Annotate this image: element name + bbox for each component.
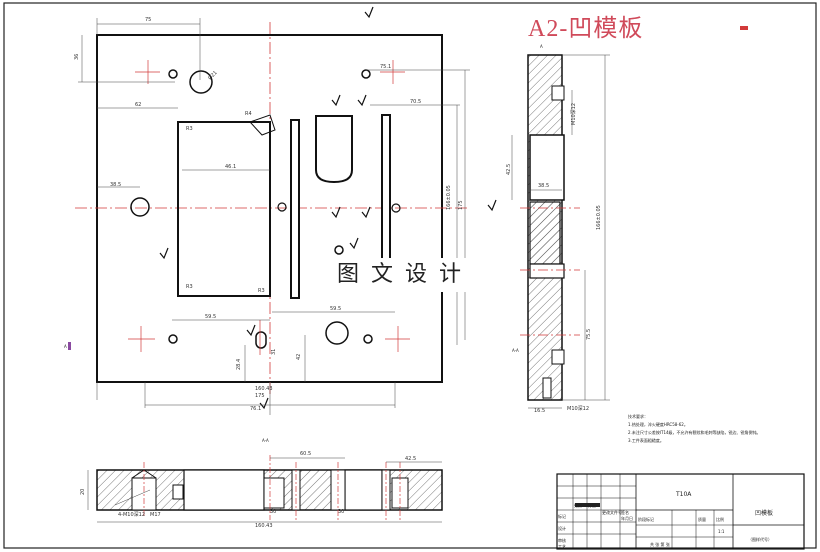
svg-text:75: 75 <box>145 17 151 23</box>
svg-text:42: 42 <box>296 354 302 360</box>
watermark-text: 图文设计 <box>330 258 480 292</box>
svg-text:175: 175 <box>255 393 265 399</box>
svg-text:凹模板: 凹模板 <box>755 509 773 517</box>
svg-text:Ø21: Ø21 <box>206 69 218 81</box>
svg-text:60.5: 60.5 <box>300 451 311 457</box>
svg-text:A-A: A-A <box>512 348 519 353</box>
svg-text:42.5: 42.5 <box>506 164 512 175</box>
svg-text:160.43: 160.43 <box>255 523 273 529</box>
svg-text:技术要求：: 技术要求： <box>628 413 648 419</box>
sheet-border <box>3 2 817 549</box>
svg-text:M10深12: M10深12 <box>570 103 577 125</box>
svg-text:R3: R3 <box>186 284 193 290</box>
svg-text:R3: R3 <box>258 288 265 294</box>
hole-top-right <box>361 69 371 79</box>
svg-text:质量: 质量 <box>698 516 706 522</box>
svg-text:30: 30 <box>338 509 344 515</box>
svg-text:75.5: 75.5 <box>586 329 592 340</box>
svg-text:30: 30 <box>270 509 276 515</box>
svg-text:共 张 第 张: 共 张 第 张 <box>650 541 670 547</box>
hole-pin-2 <box>391 203 401 213</box>
svg-text:A: A <box>64 344 67 349</box>
svg-text:R4: R4 <box>245 111 252 117</box>
section-markers: A A A-A A-A <box>64 26 748 443</box>
svg-text:审核: 审核 <box>558 537 566 543</box>
drawing-title: A2-凹模板 <box>528 16 644 42</box>
svg-text:42.5: 42.5 <box>405 456 416 462</box>
plan-view: 75 36 62 Ø21 46.1 38.5 70.5 75.1 166±0.0… <box>74 6 497 415</box>
svg-text:166±0.05: 166±0.05 <box>596 205 602 230</box>
svg-text:36: 36 <box>74 54 80 60</box>
bottom-section-view: 20 60.5 42.5 160.43 4-M10深12 M17 30 30 <box>80 451 443 529</box>
svg-text:M17: M17 <box>150 512 161 518</box>
svg-text:更改文件号: 更改文件号 <box>602 509 622 515</box>
hole-large-top <box>189 70 213 94</box>
plate-outline <box>96 34 443 383</box>
technical-notes: 技术要求： 1.热处理，淬火硬度HRC58-62。 2.未注尺寸公差按IT14级… <box>628 413 761 443</box>
svg-text:166±0.05: 166±0.05 <box>446 185 452 210</box>
svg-text:2.未注尺寸公差按IT14级，不允许有裂纹和毛刺等缺陷，锐边: 2.未注尺寸公差按IT14级，不允许有裂纹和毛刺等缺陷，锐边、锐角倒钝。 <box>628 429 761 435</box>
svg-text:签名: 签名 <box>621 509 629 515</box>
svg-text:年月日: 年月日 <box>621 515 633 521</box>
svg-text:75.1: 75.1 <box>380 64 391 70</box>
svg-text:20: 20 <box>80 489 86 495</box>
title-block: 标记 设计 审核 工艺 处数 分区 更改文件号 签名 年月日 阶段标记 质量 比… <box>556 473 805 550</box>
svg-text:38.5: 38.5 <box>110 182 121 188</box>
svg-text:31: 31 <box>271 349 277 355</box>
svg-text:3.工件表面粗糙度。: 3.工件表面粗糙度。 <box>628 437 664 443</box>
svg-text:1.热处理，淬火硬度HRC58-62。: 1.热处理，淬火硬度HRC58-62。 <box>628 421 688 427</box>
svg-text:70.5: 70.5 <box>410 99 421 105</box>
svg-text:分区: 分区 <box>588 502 596 508</box>
svg-text:28.4: 28.4 <box>236 359 242 370</box>
svg-text:62: 62 <box>135 102 141 108</box>
svg-text:1:1: 1:1 <box>718 529 725 534</box>
hole-mid-right <box>334 245 344 255</box>
svg-text:A: A <box>540 44 543 49</box>
svg-text:A-A: A-A <box>262 438 269 443</box>
svg-text:阶段标记: 阶段标记 <box>638 516 654 522</box>
svg-text:46.1: 46.1 <box>225 164 236 170</box>
svg-text:59.5: 59.5 <box>205 314 216 320</box>
svg-text:工艺: 工艺 <box>558 544 566 549</box>
svg-text:59.5: 59.5 <box>330 306 341 312</box>
hole-small-top <box>168 69 178 79</box>
svg-text:38.5: 38.5 <box>538 183 549 189</box>
slot-right <box>381 114 391 266</box>
hole-pin-1 <box>277 202 287 212</box>
svg-text:4-M10深12: 4-M10深12 <box>118 511 145 518</box>
hole-bottom-right <box>363 334 373 344</box>
svg-text:标记: 标记 <box>558 513 566 519</box>
u-pocket <box>315 115 353 184</box>
svg-text:设计: 设计 <box>558 525 566 531</box>
svg-text:R3: R3 <box>186 126 193 132</box>
hole-left-mid <box>130 197 150 217</box>
oblong-hole <box>255 331 267 349</box>
svg-text:160.43: 160.43 <box>255 386 273 392</box>
slot-left <box>290 119 300 299</box>
svg-text:（图样代号）: （图样代号） <box>748 536 772 542</box>
svg-text:M10深12: M10深12 <box>567 405 589 412</box>
svg-text:175: 175 <box>458 200 464 210</box>
hole-bottom-left <box>168 334 178 344</box>
svg-text:76.1: 76.1 <box>250 406 261 412</box>
svg-text:T10A: T10A <box>675 491 692 498</box>
die-opening <box>177 121 271 297</box>
svg-text:比例: 比例 <box>716 516 724 522</box>
svg-text:处数: 处数 <box>574 502 582 508</box>
hole-large-bottom <box>325 321 349 345</box>
svg-text:16.5: 16.5 <box>534 408 545 414</box>
side-section-view: 166±0.05 M10深12 42.5 38.5 75.5 16.5 M10深… <box>506 54 610 414</box>
